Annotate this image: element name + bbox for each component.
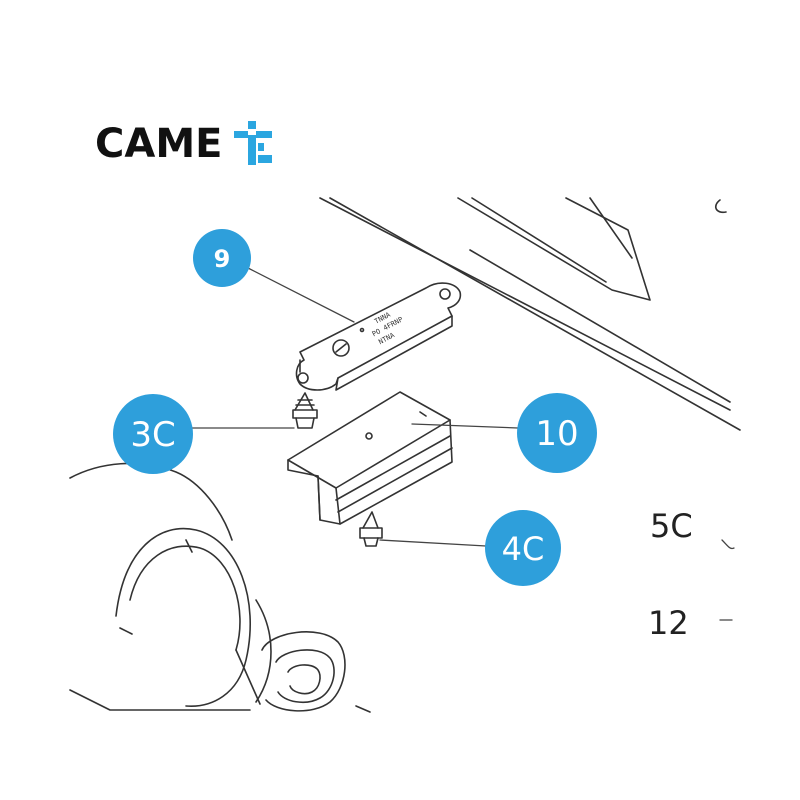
housing-outline <box>319 197 741 431</box>
callout-3C: 3C <box>113 394 193 474</box>
callout-9-label: 9 <box>214 245 231 273</box>
side-label-12: 12 <box>648 604 689 642</box>
plate-part-9 <box>295 282 462 391</box>
callout-9: 9 <box>193 229 251 287</box>
motor-body <box>69 462 371 713</box>
came-logo: CAME <box>95 118 274 170</box>
screw-part-3C <box>292 392 318 429</box>
side-label-5C: 5C <box>650 507 693 545</box>
came-t-mark-icon <box>234 121 274 167</box>
screw-part-4C <box>359 511 383 547</box>
callout-3C-label: 3C <box>130 415 175 455</box>
callout-leader-lines <box>185 267 735 621</box>
callout-4C: 4C <box>485 510 561 586</box>
block-part-10 <box>287 391 453 525</box>
plate-engraving: TNNA PO 4FRNP NTNA <box>371 310 405 346</box>
brand-name: CAME <box>95 121 223 167</box>
callout-10: 10 <box>517 393 597 473</box>
callout-4C-label: 4C <box>502 530 545 568</box>
callout-10-label: 10 <box>535 414 578 454</box>
